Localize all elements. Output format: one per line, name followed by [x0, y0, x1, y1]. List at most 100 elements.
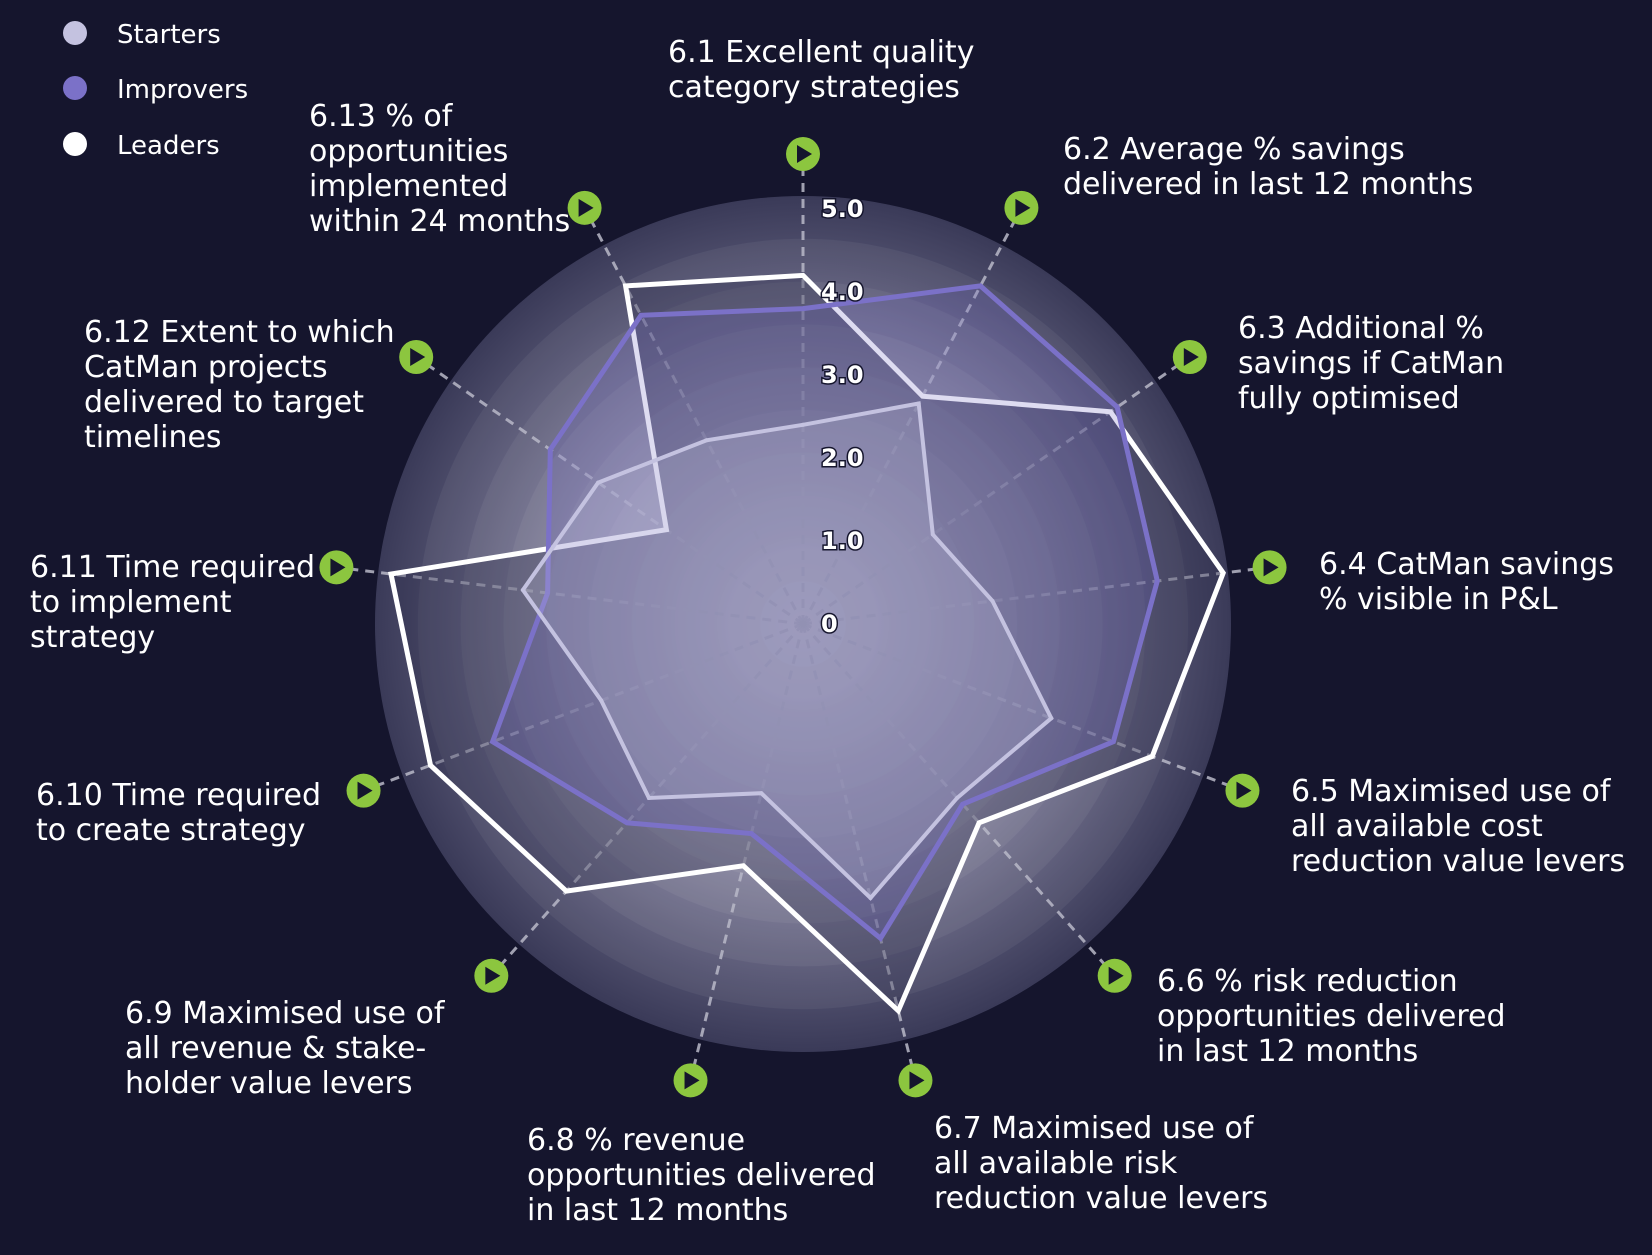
- play-circle-icon[interactable]: [1172, 340, 1207, 375]
- point-starters-6.7: [868, 896, 873, 900]
- play-circle-icon[interactable]: [1097, 958, 1132, 993]
- point-starters-6.10: [599, 698, 604, 703]
- play-circle-icon[interactable]: [786, 137, 820, 171]
- point-improvers-6.13: [639, 313, 643, 318]
- play-circle-icon[interactable]: [474, 958, 509, 993]
- point-starters-6.3: [930, 532, 935, 537]
- spoke-6.7: [801, 623, 917, 1081]
- spoke-6.8: [689, 623, 805, 1081]
- point-improvers-6.8: [749, 831, 754, 836]
- point-leaders-6.4: [1221, 571, 1226, 575]
- spoke-6.12: [415, 355, 804, 626]
- point-leaders-6.3: [1108, 409, 1113, 414]
- point-leaders-6.8: [741, 863, 746, 868]
- radial-tick-label: 4.0: [821, 278, 864, 306]
- radial-ticks: 0 1.0 2.0 3.0 4.0 5.0: [820, 194, 866, 640]
- play-circle-icon[interactable]: [399, 340, 434, 375]
- play-circle-icon[interactable]: [319, 550, 354, 585]
- spoke-6.10: [363, 622, 804, 793]
- axis-label-6.4: 6.4 CatMan savings% visible in P&L: [1319, 547, 1614, 617]
- play-circle-icon[interactable]: [673, 1063, 708, 1098]
- legend-label-starters: Starters: [117, 20, 221, 50]
- play-circle-icon[interactable]: [567, 190, 602, 225]
- spoke-6.4: [802, 565, 1270, 626]
- spoke-6.9: [490, 623, 805, 977]
- radial-tick-label: 1.0: [821, 527, 864, 555]
- play-circle-icon[interactable]: [1252, 550, 1287, 585]
- series-leaders: [388, 272, 1227, 1016]
- legend-item-improvers: Improvers: [63, 75, 248, 105]
- point-starters-6.12: [596, 480, 601, 485]
- legend-item-starters: Starters: [63, 20, 221, 50]
- play-circle-icon[interactable]: [346, 773, 381, 808]
- point-leaders-6.5: [1150, 754, 1155, 759]
- point-starters-6.1: [801, 422, 805, 427]
- legend-dot-leaders: [63, 132, 87, 156]
- point-improvers-6.5: [1111, 739, 1116, 744]
- point-improvers-6.6: [960, 802, 965, 807]
- axis-markers: [319, 137, 1287, 1098]
- point-improvers-6.7: [878, 936, 883, 941]
- point-improvers-6.9: [624, 820, 629, 825]
- point-leaders-6.13: [623, 283, 628, 288]
- point-improvers-6.12: [548, 447, 553, 452]
- point-leaders-6.6: [977, 820, 982, 825]
- point-leaders-6.9: [564, 889, 569, 894]
- radial-tick-label: 0: [821, 610, 838, 638]
- point-leaders-6.12: [664, 527, 669, 532]
- point-leaders-6.2: [920, 394, 925, 399]
- spoke-6.5: [802, 622, 1243, 793]
- point-improvers-6.10: [490, 739, 495, 744]
- series-improvers: [489, 283, 1160, 943]
- spoke-6.2: [801, 207, 1023, 625]
- point-improvers-6.4: [1155, 579, 1160, 583]
- legend-dot-starters: [63, 21, 87, 45]
- point-starters-6.11: [520, 588, 525, 592]
- point-starters-6.8: [759, 791, 764, 796]
- legend: Starters Improvers Leaders: [63, 20, 248, 161]
- legend-dot-improvers: [63, 76, 87, 100]
- legend-label-leaders: Leaders: [117, 131, 220, 161]
- point-improvers-6.3: [1115, 405, 1120, 410]
- spoke-6.11: [336, 565, 804, 626]
- point-leaders-6.10: [428, 763, 433, 768]
- radial-tick-label: 5.0: [821, 195, 864, 223]
- point-starters-6.5: [1049, 716, 1054, 721]
- play-circle-icon[interactable]: [1225, 773, 1260, 808]
- spoke-6.3: [802, 355, 1191, 626]
- legend-label-improvers: Improvers: [117, 75, 248, 105]
- point-starters-6.4: [990, 599, 995, 603]
- legend-item-leaders: Leaders: [63, 131, 220, 161]
- point-improvers-6.2: [978, 283, 983, 288]
- play-circle-icon[interactable]: [1004, 190, 1039, 225]
- series-starters: [520, 401, 1054, 901]
- point-leaders-6.11: [389, 572, 393, 576]
- point-improvers-6.1: [801, 306, 805, 311]
- point-leaders-6.7: [896, 1008, 901, 1013]
- spokes: [336, 154, 1270, 1081]
- radial-tick-label: 3.0: [821, 361, 864, 389]
- point-improvers-6.11: [545, 591, 550, 595]
- point-leaders-6.1: [801, 273, 805, 278]
- play-circle-icon[interactable]: [898, 1063, 933, 1098]
- point-starters-6.13: [704, 438, 709, 443]
- point-starters-6.2: [916, 401, 921, 406]
- series-layer: [388, 272, 1227, 1016]
- radial-tick-label: 2.0: [821, 444, 864, 472]
- point-starters-6.6: [955, 796, 960, 800]
- spoke-6.13: [583, 207, 805, 625]
